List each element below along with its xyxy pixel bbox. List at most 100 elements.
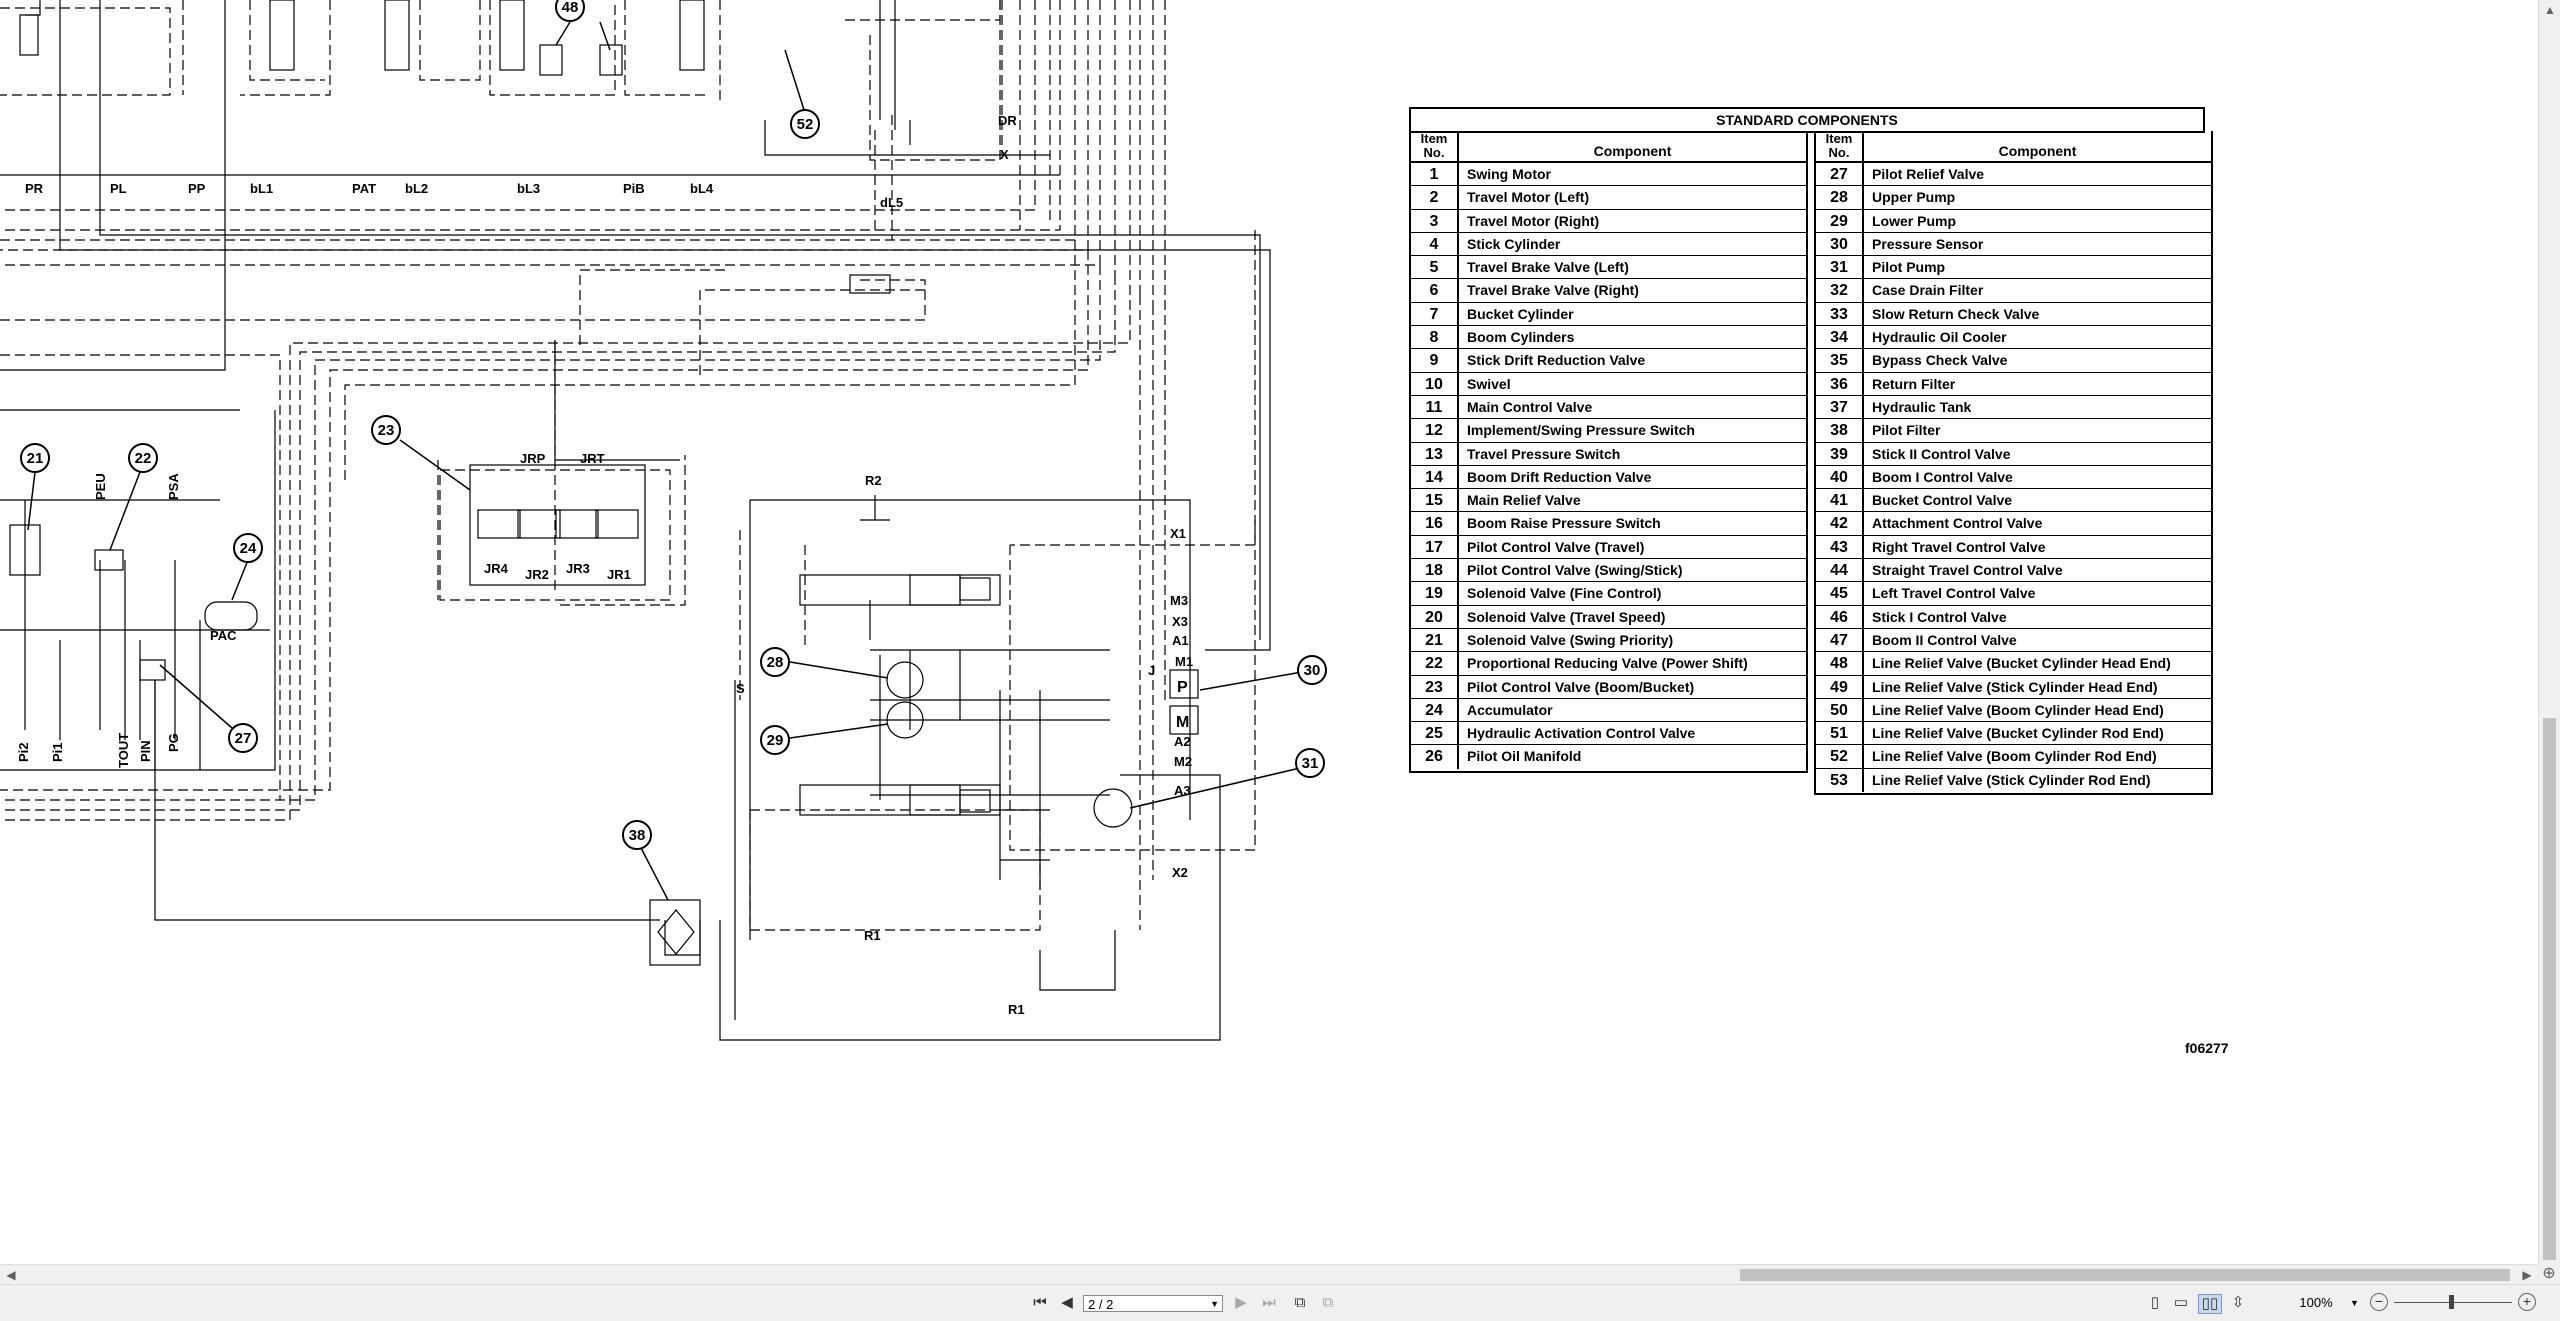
item-number: 18 [1411,559,1459,582]
component-name: Travel Motor (Left) [1467,189,1590,206]
component-name: Stick Cylinder [1467,235,1561,252]
item-number: 20 [1411,605,1459,628]
component-name: Pilot Control Valve (Boom/Bucket) [1467,678,1695,695]
port-JR4: JR4 [484,561,509,576]
vertical-scrollbar[interactable]: ▲ [2538,0,2560,1264]
item-number: 50 [1816,698,1864,722]
component-name: Upper Pump [1872,189,1956,206]
item-number: 21 [1411,628,1459,652]
table-title: STANDARD COMPONENTS [1409,107,2205,133]
item-number: 33 [1816,302,1864,326]
zoom-slider-handle[interactable] [2449,1295,2454,1309]
item-number: 39 [1816,442,1864,465]
vertical-scroll-thumb[interactable] [2543,718,2556,1260]
previous-page-icon[interactable]: ◀ [1061,1294,1073,1311]
horizontal-scrollbar[interactable]: ◀ ▶ [0,1264,2538,1285]
zoom-chevron-down-icon[interactable]: ▼ [2350,1298,2359,1308]
callout-31: 31 [1302,755,1319,772]
port-M2: M2 [1174,754,1192,769]
component-name: Hydraulic Tank [1872,398,1972,415]
callout-28: 28 [767,654,784,671]
continuous-view-icon[interactable]: ▭ [2173,1294,2189,1311]
two-page-continuous-icon[interactable]: ⇳ [2231,1294,2245,1311]
component-name: Line Relief Valve (Stick Cylinder Head E… [1872,678,2158,695]
component-name: Line Relief Valve (Stick Cylinder Rod En… [1872,771,2151,788]
scroll-up-icon[interactable]: ▲ [2544,3,2556,17]
item-number: 17 [1411,535,1459,559]
component-name: Right Travel Control Valve [1872,538,2046,555]
port-dL5: dL5 [880,195,903,210]
two-page-view-icon[interactable]: ▯▯ [2198,1294,2222,1314]
item-number: 34 [1816,326,1864,349]
zoom-corner-icon[interactable]: ⊕ [2538,1264,2560,1284]
item-number: 7 [1411,302,1459,326]
document-viewport[interactable]: 48 52 21 22 23 24 27 28 29 30 31 38 PR P… [0,0,2538,1264]
port-JR1: JR1 [607,567,631,582]
port-bL4: bL4 [690,181,714,196]
scroll-left-icon[interactable]: ◀ [6,1268,16,1282]
zoom-level[interactable]: 100% [2299,1295,2333,1310]
component-name: Pressure Sensor [1872,235,1984,252]
item-number: 44 [1816,559,1864,582]
first-page-icon[interactable]: ⏮ [1033,1294,1047,1311]
item-number: 11 [1411,395,1459,419]
item-number: 24 [1411,698,1459,722]
component-name: Line Relief Valve (Bucket Cylinder Rod E… [1872,725,2164,742]
next-page-icon[interactable]: ▶ [1235,1294,1247,1311]
component-name: Hydraulic Activation Control Valve [1467,725,1696,742]
component-name: Solenoid Valve (Travel Speed) [1467,608,1666,625]
port-R2: R2 [865,473,882,488]
scroll-right-icon[interactable]: ▶ [2522,1268,2532,1282]
paste-page-icon[interactable]: ⧉ [1322,1294,1334,1311]
component-name: Swivel [1467,375,1511,392]
component-name: Pilot Filter [1872,422,1941,439]
component-name: Travel Pressure Switch [1467,445,1621,462]
item-number: 10 [1411,372,1459,395]
figure-id: f06277 [2185,1040,2229,1056]
component-name: Pilot Relief Valve [1872,166,1985,182]
component-name: Implement/Swing Pressure Switch [1467,422,1695,439]
component-name: Swing Motor [1467,166,1551,182]
chevron-down-icon[interactable]: ▼ [1210,1299,1219,1309]
table-row: 50 Line Relief Valve (Boom Cylinder Head … [1816,698,2211,723]
horizontal-scroll-thumb[interactable] [1740,1269,2510,1281]
page-number-input[interactable]: 2 / 2 ▼ [1083,1295,1223,1312]
copy-page-icon[interactable]: ⧉ [1294,1294,1306,1311]
port-A1: A1 [1172,633,1189,648]
callout-48: 48 [562,0,579,16]
single-page-view-icon[interactable]: ▯ [2150,1294,2160,1311]
callout-24: 24 [240,540,257,557]
item-number: 40 [1816,465,1864,489]
item-number: 2 [1411,186,1459,209]
callout-38: 38 [629,827,646,844]
item-number: 53 [1816,768,1864,793]
pump-symbol: M [1176,714,1189,731]
port-PG: PG [166,733,181,752]
zoom-in-icon[interactable]: + [2518,1293,2536,1311]
last-page-icon[interactable]: ⏭ [1262,1294,1276,1311]
port-J: J [1148,663,1155,678]
component-name: Hydraulic Oil Cooler [1872,329,2007,346]
callout-30: 30 [1304,662,1321,679]
component-name: Line Relief Valve (Boom Cylinder Head En… [1872,701,2164,718]
item-number: 48 [1816,652,1864,675]
component-name: Solenoid Valve (Fine Control) [1467,585,1662,602]
callout-23: 23 [378,422,395,439]
item-number: 52 [1816,745,1864,768]
component-name: Boom Drift Reduction Valve [1467,468,1652,485]
component-symbols [9,0,1199,966]
port-Pi2: Pi2 [16,742,31,762]
zoom-out-icon[interactable]: − [2370,1293,2388,1311]
